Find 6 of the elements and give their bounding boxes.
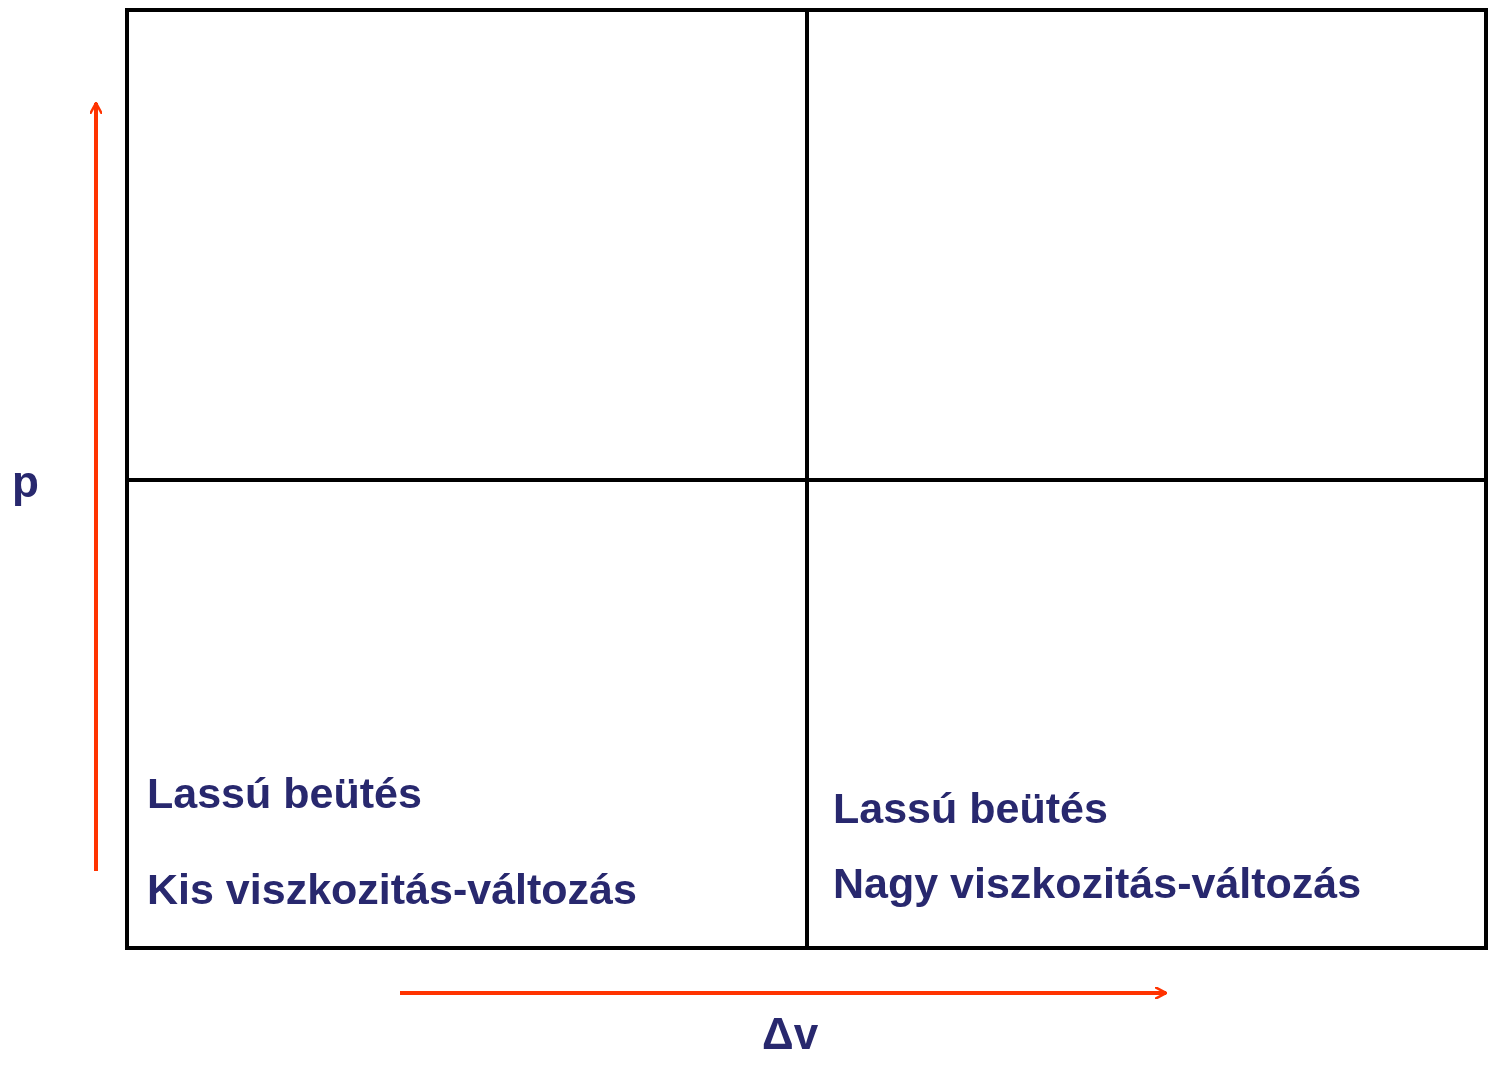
cell-text: Lassú beütés (833, 787, 1108, 830)
cell-text: Lassú beütés (147, 772, 422, 815)
cell-text: Nagy viszkozitás-változás (833, 862, 1362, 905)
axis-label: p (12, 460, 39, 504)
axis-label: Δv (762, 1012, 819, 1056)
cell-text: Kis viszkozitás-változás (147, 868, 637, 911)
